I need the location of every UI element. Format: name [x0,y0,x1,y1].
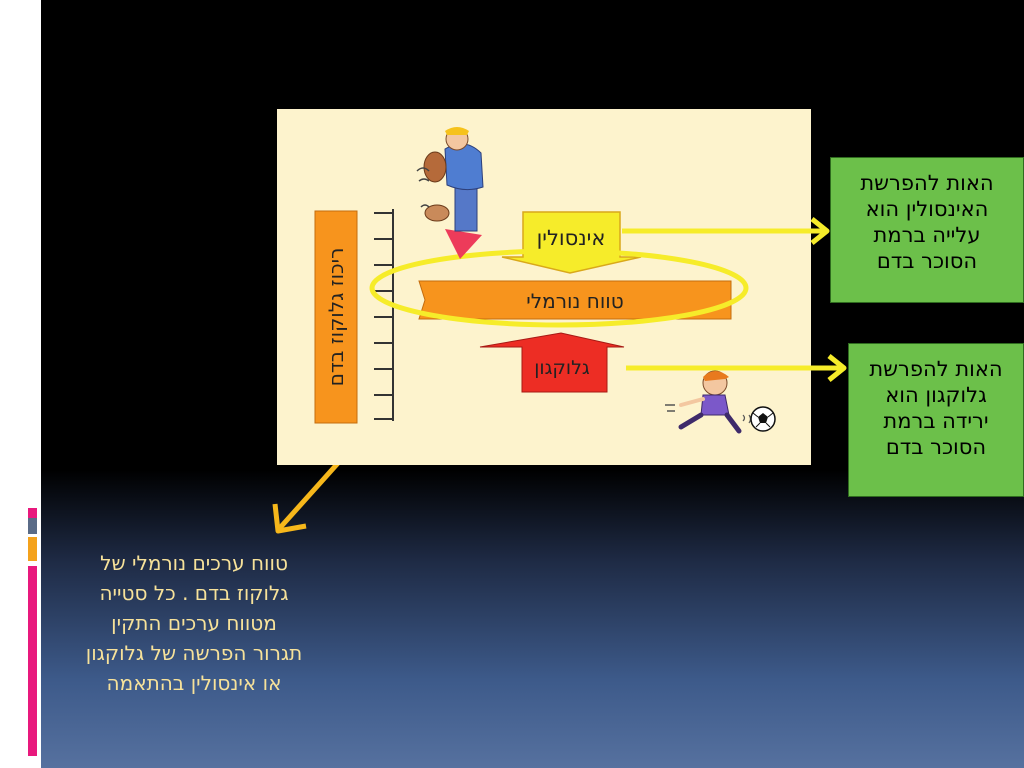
normal-range-band [418,280,732,320]
normal-range-highlight [369,248,749,328]
caption-arrow-head [272,503,307,534]
man-eating-illustration [416,127,484,259]
axis-label-bar [314,210,358,424]
soccer-ball-icon [750,406,776,432]
stacked-bars-icon [20,48,42,116]
insulin-label: אינסולין [537,226,606,250]
normal-range-caption: טווח ערכים נורמלי של גלוקוז בדם . כל סטי… [85,551,303,695]
scale-ruler [374,209,394,421]
glucose-diagram-panel: ריכוז גלוקוז בדם אינסולין טווח [277,109,811,465]
boy-running-illustration [665,370,752,434]
deco-bar-pink [28,508,37,518]
deco-bar-gray [28,518,37,534]
insulin-signal-callout: האות להפרשת האינסולין הוא עלייה ברמת הסו… [830,157,1024,303]
deco-bar-magenta [28,566,37,756]
left-decor-strip [0,0,41,768]
glucagon-signal-text: האות להפרשת גלוקגון הוא ירידה ברמת הסוכר… [869,357,1003,459]
insulin-signal-text: האות להפרשת האינסולין הוא עלייה ברמת הסו… [860,171,994,273]
deco-bar-orange [28,537,37,561]
glucagon-signal-callout: האות להפרשת גלוקגון הוא ירידה ברמת הסוכר… [848,343,1024,497]
glucagon-arrow [479,332,625,393]
glucose-diagram: ריכוז גלוקוז בדם אינסולין טווח [314,127,776,434]
normal-range-label: טווח נורמלי [526,289,623,313]
glucagon-label: גלוקגון [534,357,590,379]
insulin-arrow [501,211,642,274]
axis-label: ריכוז גלוקוז בדם [324,248,348,387]
